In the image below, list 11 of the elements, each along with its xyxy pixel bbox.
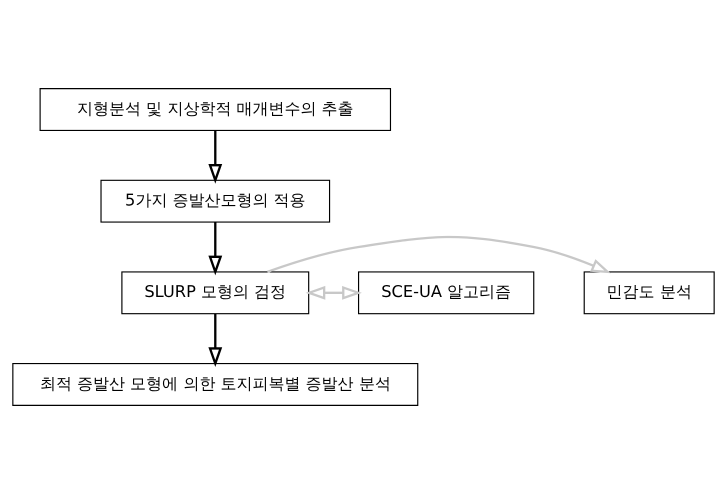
node-box: 민감도 분석 xyxy=(584,270,715,314)
arrow xyxy=(208,313,222,367)
arrow xyxy=(208,130,222,184)
node-box: 5가지 증발산모형의 적용 xyxy=(100,179,330,222)
arrow xyxy=(208,222,222,275)
node-box: SLURP 모형의 검정 xyxy=(121,270,310,314)
arrow xyxy=(267,235,611,273)
node-box: SCE-UA 알고리즘 xyxy=(358,270,534,314)
node-box: 최적 증발산 모형에 의한 토지피복별 증발산 분석 xyxy=(12,362,418,406)
arrow xyxy=(306,285,362,300)
node-box: 지형분석 및 지상학적 매개변수의 추출 xyxy=(40,88,392,130)
